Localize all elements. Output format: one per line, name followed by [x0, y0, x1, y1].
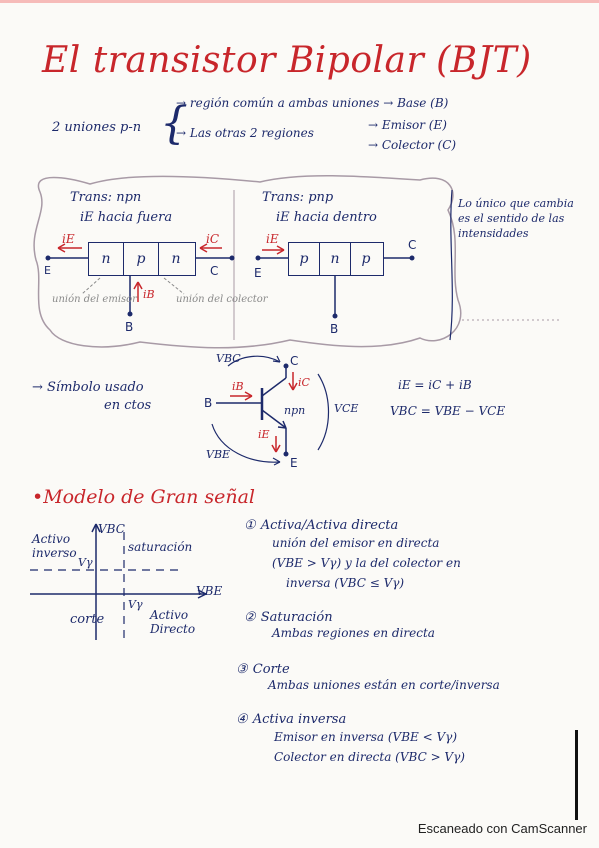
npn-note-collector: unión del colector	[176, 294, 268, 305]
npn-cell-3: n	[171, 251, 181, 267]
npn-c-label: C	[210, 264, 219, 278]
scan-edge-bar	[575, 730, 578, 820]
symbol-label-1: → Símbolo usado	[32, 380, 144, 395]
intro-collector: → Colector (C)	[368, 138, 457, 152]
vx-label: Vγ	[128, 598, 143, 611]
model-item-4: ④ Activa inversa	[236, 708, 346, 727]
vy-label: Vγ	[78, 556, 93, 569]
axis-y-label: VBC	[98, 522, 125, 536]
model-item-1-number: ①	[244, 518, 256, 533]
symbol-ic: iC	[298, 376, 310, 389]
model-item-2-line-1: Ambas regiones en directa	[272, 626, 435, 640]
page-title: El transistor Bipolar (BJT)	[42, 40, 532, 81]
model-item-1-title: Activa/Activa directa	[260, 518, 399, 533]
model-item-4-number: ④	[236, 712, 248, 727]
pnp-current-note: iE hacia dentro	[276, 210, 377, 225]
pnp-cell-3: p	[361, 251, 371, 267]
model-item-1-line-1: unión del emisor en directa	[272, 536, 440, 550]
symbol-b: B	[204, 396, 213, 410]
npn-ie-label: iE	[62, 232, 75, 246]
equation-1: iE = iC + iB	[398, 378, 472, 392]
npn-b-label: B	[125, 320, 134, 334]
model-heading: •Modelo de Gran señal	[32, 486, 256, 508]
side-note: Lo único que cambia es el sentido de las…	[458, 197, 574, 240]
model-item-4-line-2: Colector en directa (VBC > Vγ)	[274, 750, 465, 764]
model-item-2-number: ②	[244, 610, 256, 625]
symbol-e: E	[290, 456, 298, 470]
pnp-cell-1: p	[289, 243, 320, 275]
quadrant-cut: corte	[70, 612, 105, 627]
model-item-2-title: Saturación	[260, 610, 333, 625]
intro-brace: {	[160, 98, 188, 149]
npn-ib-label: iB	[143, 288, 155, 301]
npn-cell-2: p	[124, 243, 159, 275]
top-edge-mark	[0, 0, 599, 3]
pnp-heading: Trans: pnp	[262, 190, 334, 205]
model-item-3-line-1: Ambas uniones están en corte/inversa	[268, 678, 500, 692]
model-item-4-line-1: Emisor en inversa (VBE < Vγ)	[274, 730, 457, 744]
model-item-3: ③ Corte	[236, 658, 290, 677]
pnp-ie-label: iE	[266, 232, 279, 246]
symbol-type: npn	[284, 404, 306, 417]
axis-x-label: VBE	[196, 584, 223, 598]
symbol-vbe: VBE	[206, 448, 231, 461]
model-item-4-title: Activa inversa	[252, 712, 347, 727]
model-item-3-title: Corte	[252, 662, 290, 677]
npn-current-note: iE hacia fuera	[80, 210, 173, 225]
pnp-box: p n p	[288, 242, 384, 276]
pnp-e-label: E	[254, 266, 262, 280]
npn-box: n p n	[88, 242, 196, 276]
equation-2: VBC = VBE − VCE	[390, 404, 506, 418]
symbol-vbc: VBC	[216, 352, 241, 365]
quadrant-saturation: saturación	[128, 540, 193, 554]
symbol-vce: VCE	[334, 402, 359, 415]
pnp-c-label: C	[408, 238, 417, 252]
npn-cell-1: n	[89, 243, 124, 275]
model-item-3-number: ③	[236, 662, 248, 677]
npn-note-emitter: unión del emisor	[52, 294, 137, 305]
intro-left: 2 uniones p-n	[52, 120, 142, 135]
quadrant-active-inverse: Activo inverso	[32, 532, 77, 560]
npn-ic-label: iC	[206, 232, 220, 246]
symbol-ib: iB	[232, 380, 244, 393]
model-item-1-line-3: inversa (VBC ≤ Vγ)	[286, 576, 405, 590]
model-item-1-line-2: (VBE > Vγ) y la del colector en	[272, 556, 461, 570]
pnp-cell-2: n	[320, 243, 351, 275]
model-item-2: ② Saturación	[244, 606, 333, 625]
symbol-c: C	[290, 354, 299, 368]
npn-e-label: E	[44, 264, 51, 277]
quadrant-active-direct: Activo Directo	[150, 608, 196, 636]
intro-branch-2: → Las otras 2 regiones	[176, 126, 314, 140]
pnp-b-label: B	[330, 322, 339, 336]
symbol-ie: iE	[258, 428, 270, 441]
model-item-1: ① Activa/Activa directa	[244, 514, 398, 533]
symbol-label-2: en ctos	[104, 398, 152, 413]
scanner-watermark: Escaneado con CamScanner	[417, 821, 587, 836]
intro-emitter: → Emisor (E)	[368, 118, 447, 132]
npn-heading: Trans: npn	[70, 190, 142, 205]
intro-branch-1: → región común a ambas uniones → Base (B…	[176, 96, 449, 110]
